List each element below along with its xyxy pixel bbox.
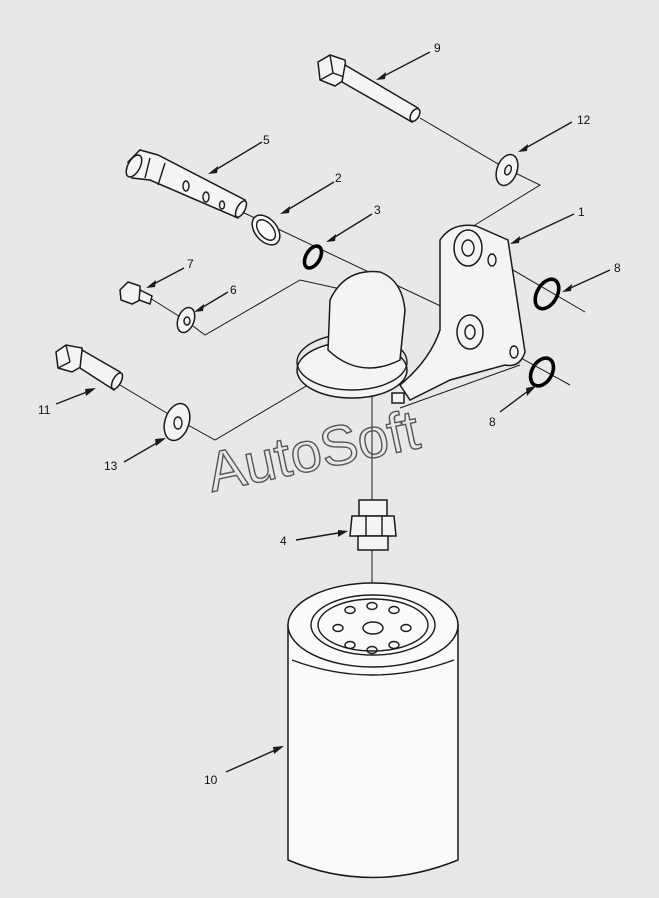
screw-7 bbox=[119, 281, 153, 305]
washer-13 bbox=[163, 402, 191, 442]
callout-7: 7 bbox=[187, 257, 194, 271]
callout-11: 11 bbox=[38, 403, 51, 417]
callout-12: 12 bbox=[577, 113, 591, 127]
callout-arrows bbox=[55, 51, 611, 773]
washer-6 bbox=[176, 306, 196, 334]
callout-8-upper: 8 bbox=[614, 261, 621, 275]
part-11-axis bbox=[119, 371, 331, 441]
bolt-9 bbox=[317, 54, 421, 124]
bolt-9-axis bbox=[419, 117, 542, 229]
callout-1: 1 bbox=[578, 205, 585, 219]
callout-2: 2 bbox=[335, 171, 342, 185]
filter-10 bbox=[287, 582, 459, 879]
bolt-11 bbox=[55, 344, 124, 392]
sleeve-5 bbox=[125, 149, 248, 219]
callout-10: 10 bbox=[204, 773, 218, 787]
callout-3: 3 bbox=[374, 203, 381, 217]
bracket-lower-edge-line bbox=[399, 364, 521, 409]
callout-5: 5 bbox=[263, 133, 270, 147]
callout-6: 6 bbox=[230, 283, 237, 297]
watermark: AutoSoft bbox=[201, 397, 425, 503]
filter-head-1 bbox=[296, 224, 526, 404]
callout-8-lower: 8 bbox=[489, 415, 496, 429]
callout-13: 13 bbox=[104, 459, 118, 473]
o-ring-8-lower bbox=[528, 356, 556, 388]
bolt-9-shank bbox=[341, 63, 419, 124]
callout-9: 9 bbox=[434, 41, 441, 55]
callout-labels: 9 12 5 2 3 1 7 6 8 8 11 13 4 10 bbox=[38, 41, 621, 787]
o-ring-8-upper bbox=[533, 277, 561, 311]
adapter-4 bbox=[349, 499, 397, 551]
callout-4: 4 bbox=[280, 534, 287, 548]
washer-12 bbox=[495, 153, 519, 187]
part-7-axis bbox=[149, 279, 346, 336]
gasket-2 bbox=[251, 214, 281, 246]
sleeve-5-body bbox=[127, 149, 246, 219]
o-ring-3 bbox=[302, 244, 324, 270]
